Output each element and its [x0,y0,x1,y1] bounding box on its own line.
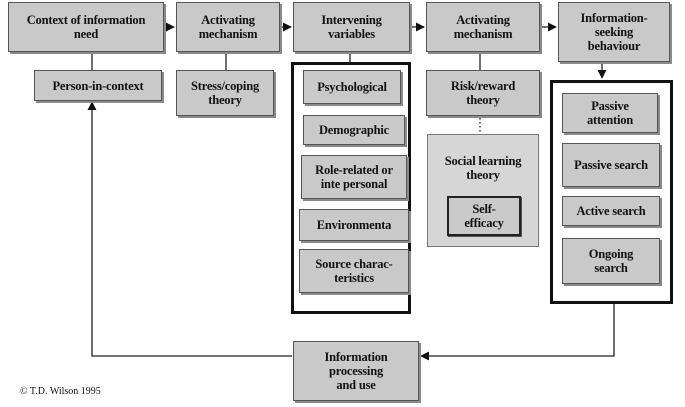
behaviour-passive-search-box: Passive search [562,143,660,187]
risk-reward-theory-box: Risk/reward theory [426,70,540,116]
copyright-notice: © T.D. Wilson 1995 [20,386,101,397]
stress-coping-theory-box: Stress/coping theory [176,70,274,116]
intervening-variables-box: Intervening variables [293,2,410,52]
behaviour-passive-attention-box: Passive attention [562,93,658,133]
variable-role-related-box: Role-related or inte personal [301,155,407,199]
person-in-context-box: Person-in-context [34,70,162,101]
context-of-information-need-box: Context of information need [8,2,164,52]
self-efficacy-box: Self- efficacy [447,196,521,236]
information-seeking-behaviour-box: Information- seeking behaviour [558,2,670,62]
activating-mechanism-box-1: Activating mechanism [176,2,280,52]
information-processing-and-use-box: Information processing and use [293,341,419,401]
variable-source-characteristics-box: Source charac- teristics [299,249,409,293]
arrow-behaviours-to-processing [420,304,615,361]
behaviour-active-search-box: Active search [562,196,660,226]
variable-demographic-box: Demographic [303,115,405,145]
behaviour-ongoing-search-box: Ongoing search [562,238,660,284]
arrow-processing-to-person [87,101,292,357]
variable-psychological-box: Psychological [303,70,401,104]
activating-mechanism-box-2: Activating mechanism [426,2,540,52]
variable-environmental-box: Environmenta [299,209,409,241]
social-learning-theory-label: Social learning theory [444,154,522,182]
